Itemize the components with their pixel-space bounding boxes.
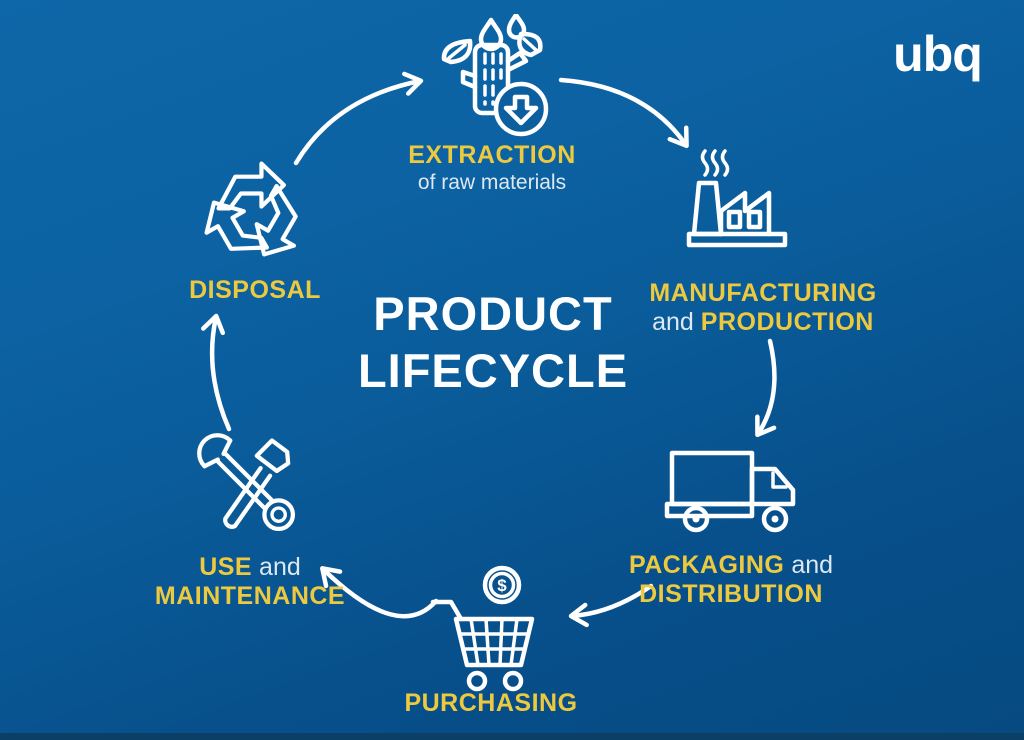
arrow-use-to-disposal [200,313,232,432]
stage-text: USE [199,553,253,581]
leaf-icon [517,31,543,58]
wrench-hammer-tools-icon [197,433,296,532]
stage-label-use-maintenance: USE and MAINTENANCE [105,553,395,611]
stage-subtext: and [252,553,301,581]
stage-subtext: and [784,551,834,579]
water-drop-icon [506,14,527,40]
coin-icon [482,565,522,605]
delivery-truck-icon [664,450,796,533]
stage-subtext: of raw materials [417,171,567,194]
stage-text: PRODUCTION [700,308,874,336]
ubq-logo: ubq [893,26,983,82]
wheel [502,670,524,692]
factory-roof [718,190,772,237]
bottom-edge-strip [0,733,1024,740]
window [746,209,763,230]
hammer-handle [223,465,273,529]
stage-text: DISPOSAL [189,276,321,304]
truck-cab [749,466,796,507]
arrow-disposal-to-extraction [293,71,424,166]
title-line1: PRODUCT [373,287,613,340]
stage-text: MANUFACTURING [649,279,877,307]
smoke-icon [700,149,710,177]
arrow-purchasing-to-use [320,566,439,619]
stage-label-extraction: EXTRACTION of raw materials [352,141,632,195]
stage-text: MAINTENANCE [154,582,346,610]
stage-text: DISTRIBUTION [639,580,823,608]
shopping-cart-icon: $ [430,565,535,692]
arrow-manufacturing-to-packaging [755,338,777,438]
wrench-head [197,433,233,469]
window [726,209,743,230]
download-arrow-icon [503,94,539,126]
cart-basket [453,616,535,668]
wheel [682,505,710,533]
dollar-sign: $ [497,576,507,595]
recycle-icon [198,158,310,270]
diagram-title: PRODUCT LIFECYCLE [343,285,643,399]
recycle-arrow [244,186,310,265]
arrow-packaging-to-purchasing [568,583,654,628]
water-drop-icon [478,17,504,52]
stage-label-manufacturing: MANUFACTURING and PRODUCTION [613,279,913,337]
hammer-head [254,438,291,474]
stage-subtext: and [652,308,701,336]
wheel [466,670,488,692]
chimney [691,180,724,237]
stage-label-disposal: DISPOSAL [115,276,395,305]
tree-log-extraction-icon [441,14,549,137]
wheel [761,505,789,533]
stage-label-purchasing: PURCHASING [351,689,631,718]
title-line2: LIFECYCLE [357,344,629,397]
leaf-icon [441,38,473,65]
factory-icon [686,149,788,248]
stage-label-packaging: PACKAGING and DISTRIBUTION [581,551,881,609]
log-body [472,42,511,116]
cart-handle [430,599,464,622]
wrench-ring [262,498,296,532]
arrow-extraction-to-manufacturing [558,77,689,149]
wrench-shaft [215,451,275,511]
stage-text: PURCHASING [404,689,578,717]
stage-text: PACKAGING [628,551,785,579]
factory-base [686,231,788,248]
stage-text: EXTRACTION [408,141,576,169]
truck-chassis [664,501,755,519]
truck-box [669,450,755,507]
